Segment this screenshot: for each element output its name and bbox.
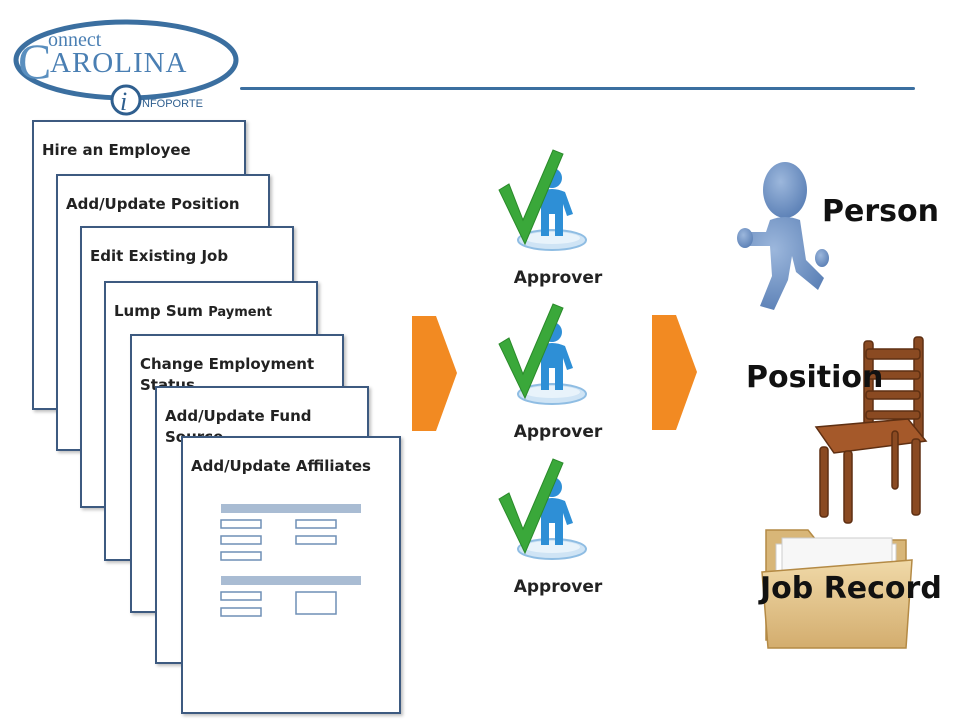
card-label: Edit Existing Job [90,247,229,265]
form-field [295,535,337,545]
form-field [295,519,337,529]
approver-label: Approver [513,422,603,442]
record-position-label: Position [746,360,884,395]
card-label: Hire an Employee [42,141,191,159]
logo-info-i: i [120,87,127,116]
logo-carolina: AROLINA [50,47,188,79]
logo-infoporte: NFOPORTE [142,98,203,110]
person-figure-icon [737,162,829,310]
form-sketch [220,504,361,617]
approver-icon [498,458,587,560]
logo-connect: onnect [48,29,102,51]
form-text-area [295,591,337,615]
form-field [220,591,262,601]
form-field [220,535,262,545]
approver-label: Approver [513,268,603,288]
card-label: Lump Sum Payment [114,301,272,323]
form-header-bar [221,576,361,585]
folder-icon [761,529,913,649]
card-label: Add/Update Position [66,195,240,213]
header-rule [240,87,915,90]
form-field [220,607,262,617]
form-field [220,551,262,561]
card-label-main: Lump Sum [114,302,203,320]
approver-icon [498,149,587,251]
connect-carolina-logo: C onnect AROLINA i NFOPORTE [13,19,239,116]
logo-big-c: C [18,33,51,89]
card-label: Add/Update Affiliates [191,457,371,475]
card-add-update-affiliates: Add/Update Affiliates [181,436,401,714]
record-person-label: Person [822,194,939,229]
form-header-bar [221,504,361,513]
approver-icon [498,303,587,405]
card-label-small: Payment [208,305,273,320]
form-field [220,519,262,529]
record-job-label: Job Record [760,571,942,606]
chair-icon [814,336,928,524]
approver-label: Approver [513,577,603,597]
flow-arrow-2 [652,315,697,430]
flow-arrow-1 [412,316,457,431]
